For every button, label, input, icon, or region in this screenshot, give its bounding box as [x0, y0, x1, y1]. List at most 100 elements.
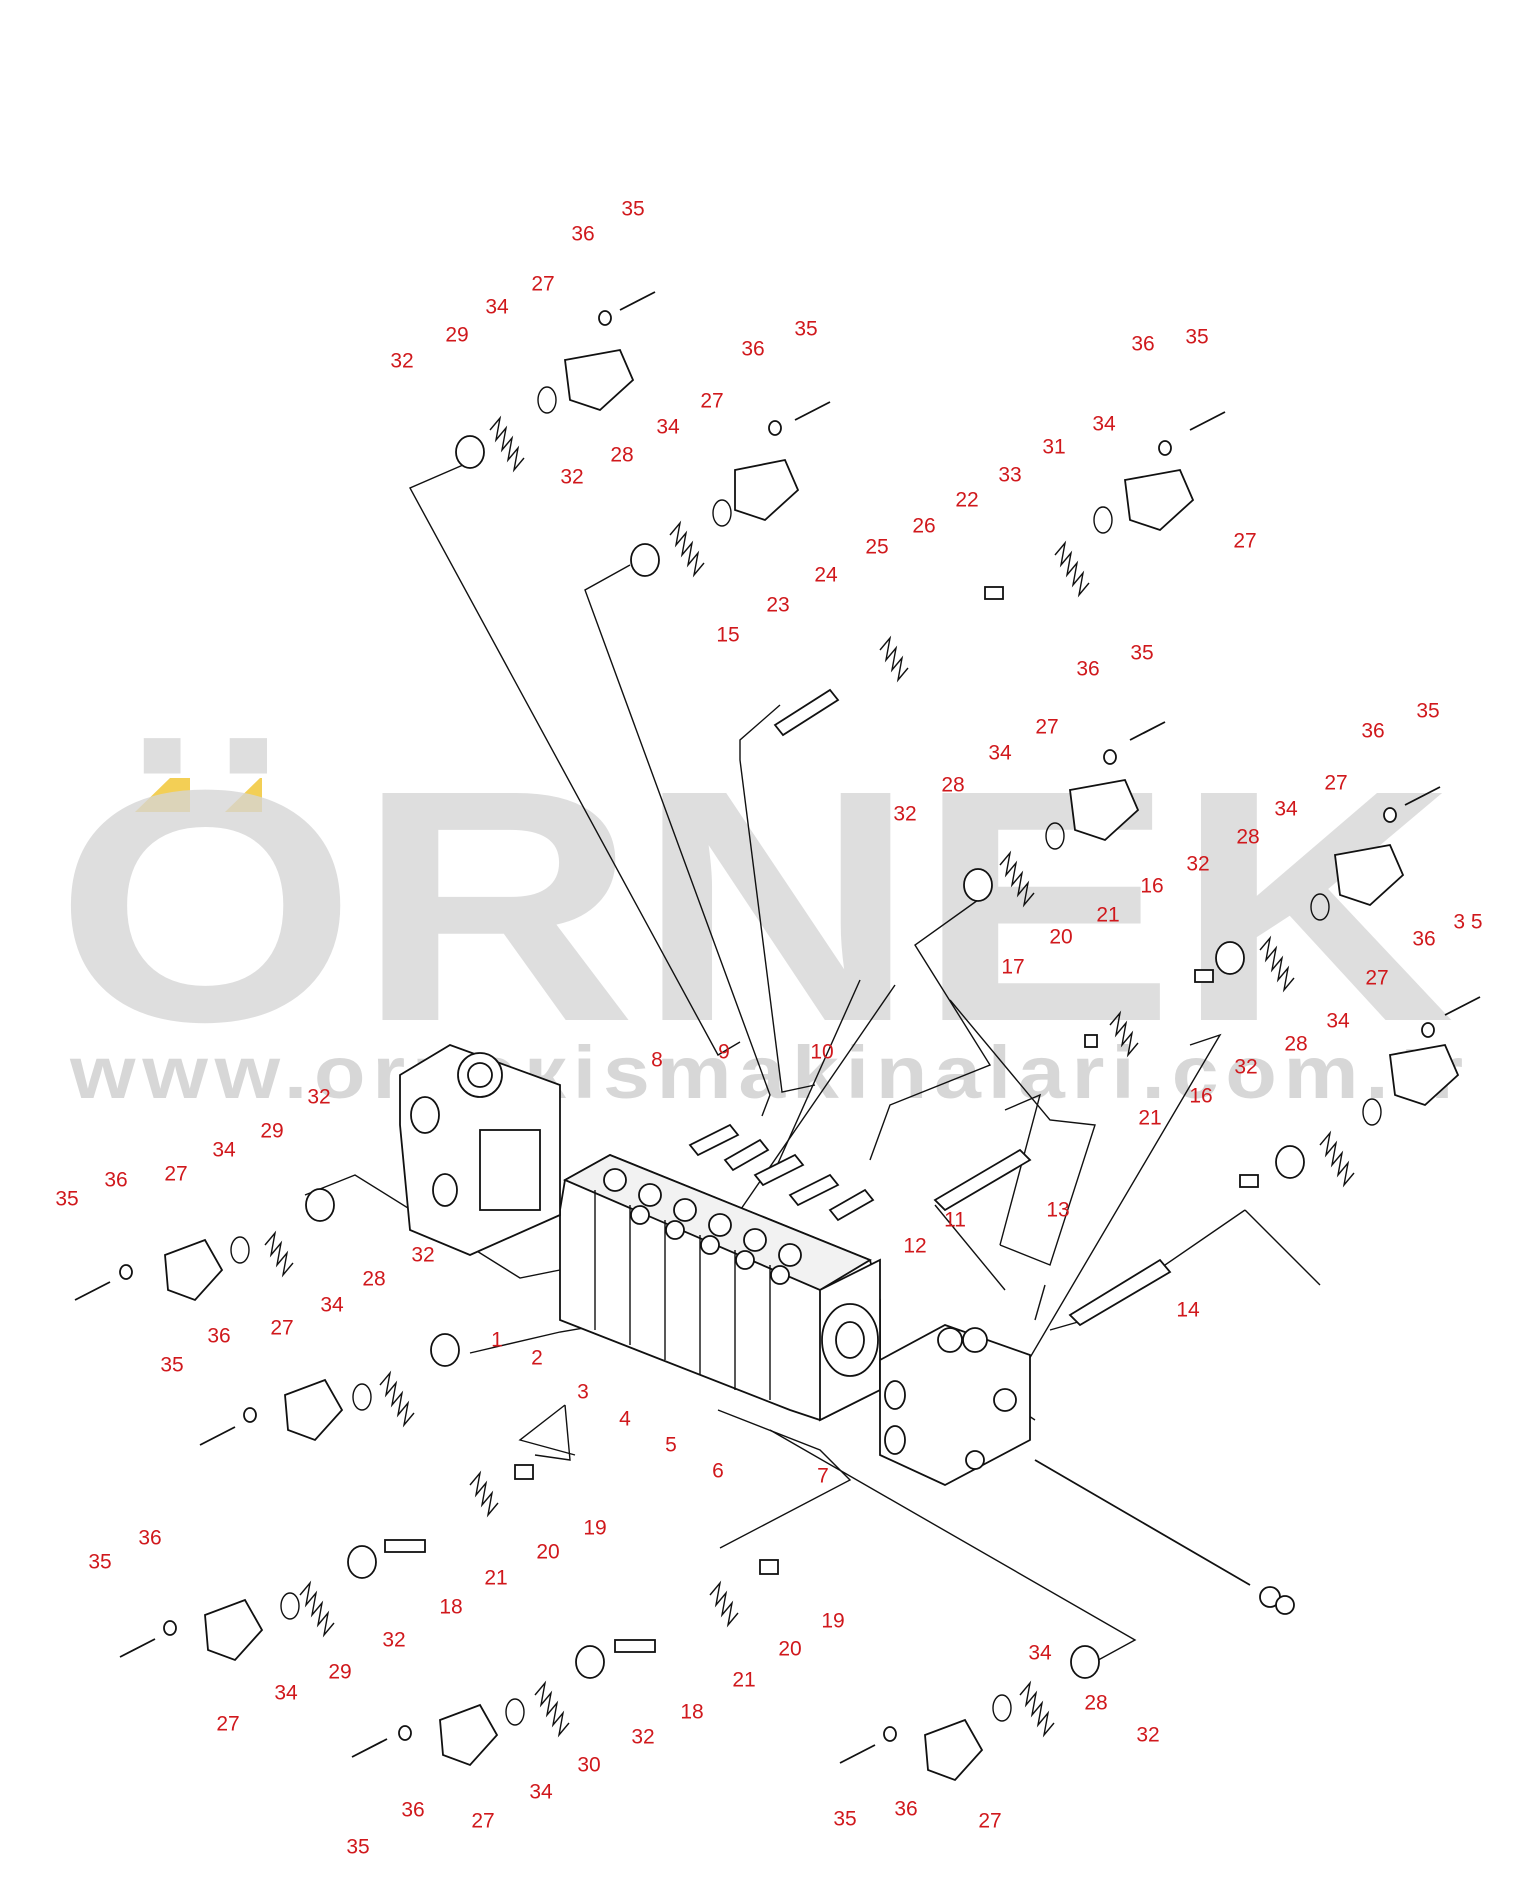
part-label-28d: 28 [1284, 1033, 1307, 1056]
part-label-28c: 28 [1236, 826, 1259, 849]
part-label-12: 12 [903, 1235, 926, 1258]
part-label-30: 30 [577, 1754, 600, 1777]
part-label-32: 32 [390, 350, 413, 373]
part-label-28f: 28 [1084, 1692, 1107, 1715]
part-label-27k: 27 [978, 1810, 1001, 1833]
part-label-35i: 35 [88, 1551, 111, 1574]
part-label-36b: 36 [741, 338, 764, 361]
part-label-27f: 27 [1365, 967, 1388, 990]
part-label-20c: 20 [778, 1638, 801, 1661]
part-label-36f: 36 [1412, 928, 1435, 951]
part-label-34k: 34 [1028, 1642, 1052, 1665]
part-label-2: 2 [531, 1347, 543, 1370]
part-label-25: 25 [865, 536, 888, 559]
part-label-4: 4 [619, 1408, 631, 1431]
part-label-9: 9 [718, 1041, 730, 1064]
part-label-31: 31 [1042, 436, 1065, 459]
part-label-32d: 32 [1186, 853, 1209, 876]
part-labels: 3536273429323536273428323536343331222625… [55, 198, 1482, 1859]
part-label-36g: 36 [104, 1169, 127, 1192]
part-label-20: 20 [1049, 926, 1072, 949]
part-label-36j: 36 [401, 1799, 424, 1822]
part-label-21d: 21 [732, 1669, 755, 1692]
part-label-35d: 35 [1130, 642, 1153, 665]
part-label-32e: 32 [1234, 1056, 1257, 1079]
part-label-26: 26 [912, 515, 935, 538]
part-label-34d: 34 [988, 742, 1012, 765]
spools [688, 688, 1172, 1327]
part-label-35c: 35 [1185, 326, 1208, 349]
part-label-34f: 34 [1326, 1010, 1350, 1033]
part-label-34b: 34 [656, 416, 680, 439]
hardware [74, 291, 1481, 1782]
part-label-16: 16 [1140, 875, 1163, 898]
part-label-28b: 28 [941, 774, 964, 797]
watermark-url: www.orneкismakinalari.com.tr [69, 1031, 1470, 1114]
part-label-11: 11 [944, 1209, 966, 1232]
part-label-13: 13 [1046, 1199, 1069, 1222]
part-label-32j: 32 [1136, 1724, 1159, 1747]
part-label-35h: 35 [160, 1354, 183, 1377]
part-label-32h: 32 [382, 1629, 405, 1652]
part-label-19: 19 [583, 1517, 606, 1540]
part-label-22: 22 [955, 489, 978, 512]
part-label-18: 18 [439, 1596, 462, 1619]
part-label-27b: 27 [700, 390, 723, 413]
part-label-34e: 34 [1274, 798, 1298, 821]
part-label-28e: 28 [362, 1268, 385, 1291]
part-label-5: 5 [665, 1434, 677, 1457]
part-label-29b: 29 [260, 1120, 283, 1143]
tie-bolt [1034, 1459, 1295, 1615]
watermark-letters: ÖRNEK [55, 721, 1455, 1090]
part-label-3: 3 [577, 1381, 589, 1404]
part-label-29: 29 [445, 324, 468, 347]
part-label-34c: 34 [1092, 413, 1116, 436]
part-label-23: 23 [766, 594, 789, 617]
part-label-36d: 36 [1076, 658, 1099, 681]
part-label-36k: 36 [894, 1798, 917, 1821]
part-label-35: 35 [621, 198, 644, 221]
part-label-36: 36 [571, 223, 594, 246]
part-label-28: 28 [610, 444, 633, 467]
watermark-accent-right [225, 778, 262, 812]
part-label-1: 1 [491, 1329, 503, 1352]
part-label-15: 15 [716, 624, 739, 647]
part-label-24: 24 [814, 564, 838, 587]
part-label-36e: 36 [1361, 720, 1384, 743]
part-label-27i: 27 [216, 1713, 239, 1736]
watermark-accent-left [135, 778, 190, 812]
part-label-35b: 35 [794, 318, 817, 341]
part-label-6: 6 [712, 1460, 724, 1483]
part-label-17: 17 [1001, 956, 1024, 979]
part-label-27d: 27 [1035, 716, 1058, 739]
part-label-21b: 21 [1138, 1107, 1161, 1130]
part-label-34: 34 [485, 296, 509, 319]
part-label-14: 14 [1176, 1299, 1200, 1322]
part-label-36c: 36 [1131, 333, 1154, 356]
part-label-35g: 35 [55, 1188, 78, 1211]
part-label-32g: 32 [411, 1244, 434, 1267]
part-label-34i: 34 [274, 1682, 298, 1705]
part-label-27g: 27 [164, 1163, 187, 1186]
part-label-32b: 32 [560, 466, 583, 489]
part-label-27h: 27 [270, 1317, 293, 1340]
part-label-32f: 32 [307, 1086, 330, 1109]
watermark: ÖRNEK www.orneкismakinalari.com.tr [55, 721, 1470, 1114]
part-label-34j: 34 [529, 1781, 553, 1804]
part-label-21c: 21 [484, 1567, 507, 1590]
part-label-27e: 27 [1324, 772, 1347, 795]
inlet-section-body [399, 1044, 561, 1256]
part-label-8: 8 [651, 1049, 663, 1072]
part-label-35j: 35 [346, 1836, 369, 1859]
outlet-section-body [879, 1324, 1031, 1487]
part-label-20b: 20 [536, 1541, 559, 1564]
part-label-7: 7 [817, 1465, 829, 1488]
part-label-35e: 35 [1416, 700, 1439, 723]
part-label-29c: 29 [328, 1661, 351, 1684]
part-label-27j: 27 [471, 1810, 494, 1833]
part-label-33: 33 [998, 464, 1021, 487]
part-label-16b: 16 [1189, 1085, 1212, 1108]
part-label-27: 27 [531, 273, 554, 296]
part-label-34h: 34 [320, 1294, 344, 1317]
